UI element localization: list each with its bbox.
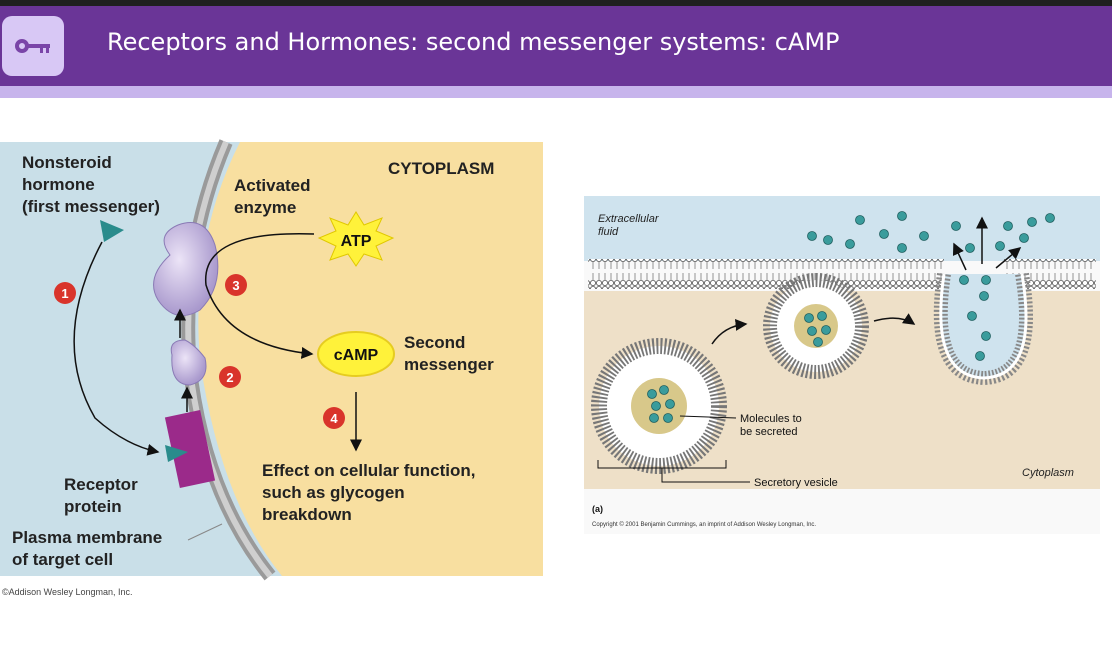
panel-letter: (a) <box>592 504 603 514</box>
exocytosis-diagram: Molecules to be secreted Secretory vesic… <box>584 196 1100 534</box>
second-messenger-line1: Second <box>404 333 465 352</box>
effect-line1: Effect on cellular function, <box>262 461 475 480</box>
vesicle-bracket <box>597 460 750 483</box>
right-copyright: Copyright © 2001 Benjamin Cummings, an i… <box>592 521 816 528</box>
extracellular-label-line1: Extracellular <box>598 213 660 225</box>
atp-to-camp-arrow <box>205 232 315 359</box>
vesicle-transport-arrow-2 <box>873 313 916 325</box>
step-4-badge: 4 <box>323 407 345 429</box>
svg-text:4: 4 <box>330 411 338 426</box>
activated-enzyme <box>153 222 219 317</box>
vesicle-label: Secretory vesicle <box>754 477 838 489</box>
membrane-bilayer-left <box>588 259 944 289</box>
extracellular-fluid-region <box>584 196 1100 261</box>
atp-burst <box>317 211 395 267</box>
camp-label: cAMP <box>334 347 379 364</box>
enzyme-label-line1: Activated <box>234 176 311 195</box>
svg-text:1: 1 <box>61 286 68 301</box>
second-messenger-line2: messenger <box>404 355 494 374</box>
hormone-triangle <box>100 220 124 242</box>
svg-text:2: 2 <box>226 370 233 385</box>
effect-line3: breakdown <box>262 505 352 524</box>
atp-label: ATP <box>341 233 372 250</box>
step-3-badge: 3 <box>225 274 247 296</box>
page-title: Receptors and Hormones: second messenger… <box>107 28 840 56</box>
key-button[interactable] <box>2 16 64 76</box>
camp-bubble <box>317 331 395 377</box>
step-2-badge: 2 <box>219 366 241 388</box>
slide-header <box>0 6 1112 86</box>
docking-vesicle <box>763 273 869 379</box>
cytoplasm-label: CYTOPLASM <box>388 159 494 178</box>
secreted-molecules <box>647 211 1055 423</box>
key-icon <box>15 39 50 53</box>
left-copyright: ©Addison Wesley Longman, Inc. <box>2 587 133 597</box>
release-arrow-3 <box>995 247 1022 269</box>
molecules-label-line2: be secreted <box>740 426 797 438</box>
g-protein <box>170 339 207 386</box>
membrane-label-line1: Plasma membrane <box>12 528 162 547</box>
vesicle-transport-arrow-1 <box>711 318 748 345</box>
enzyme-label-line2: enzyme <box>234 198 296 217</box>
camp-pathway-diagram: ATP cAMP 1 2 3 4 Nonsteroid hormone (fir… <box>0 139 544 597</box>
step-1-badge: 1 <box>54 282 76 304</box>
effect-line2: such as glycogen <box>262 483 405 502</box>
hormone-label-line3: (first messenger) <box>22 197 160 216</box>
window-top-bar <box>0 0 1112 6</box>
receptor-label-line2: protein <box>64 497 122 516</box>
molecules-label-line1: Molecules to <box>740 413 802 425</box>
header-accent-band <box>0 86 1112 98</box>
cytoplasm-label-right: Cytoplasm <box>1022 467 1074 479</box>
release-arrow-1 <box>952 242 967 271</box>
svg-text:3: 3 <box>232 278 239 293</box>
receptor-label-line1: Receptor <box>64 475 138 494</box>
hormone-arrow <box>73 241 160 456</box>
hormone-label-line1: Nonsteroid <box>22 153 112 172</box>
membrane-label-line2: of target cell <box>12 550 113 569</box>
extracellular-label-line2: fluid <box>598 226 619 238</box>
receptor-protein <box>164 410 216 488</box>
hormone-bound <box>165 445 188 462</box>
hormone-label-line2: hormone <box>22 175 95 194</box>
